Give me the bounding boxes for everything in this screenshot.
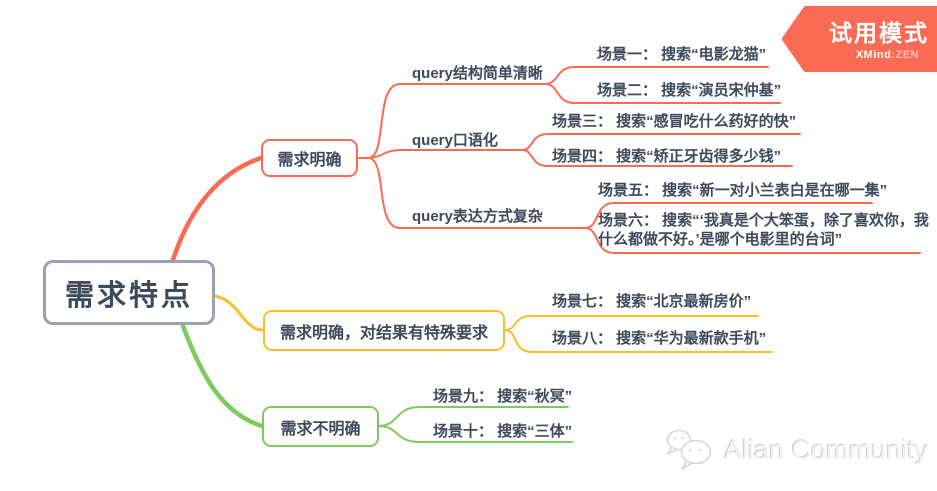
root-topic-label: 需求特点	[64, 279, 193, 312]
trial-mode-badge[interactable]: 试用模式 XMind:ZEN	[779, 3, 937, 73]
branch-line-scene5	[584, 202, 873, 229]
scene-3[interactable]: 场景三： 搜索“感冒吃什么药好的快”	[552, 113, 797, 130]
branch-line-scene2	[544, 83, 781, 104]
trial-badge-ribbon-shape	[782, 6, 937, 72]
watermark-text: Alian Community	[724, 434, 929, 465]
branch-line-red-subtopic1	[367, 83, 546, 159]
branch-line-scene4	[521, 149, 793, 167]
branch-line-green-root	[180, 323, 265, 429]
subtopic-query-colloquial[interactable]: query口语化	[412, 132, 498, 149]
branch-line-red-subtopic3	[367, 157, 586, 229]
branch-line-yellow-root	[213, 294, 265, 332]
branch-line-scene10	[377, 425, 573, 443]
zen-brand-text: :ZEN	[891, 49, 919, 61]
xmind-brand-text: XMind	[855, 49, 892, 61]
scene-8[interactable]: 场景八： 搜索“华为最新款手机”	[552, 330, 767, 347]
scene-1[interactable]: 场景一： 搜索“电影龙猫”	[597, 46, 767, 63]
scene-9[interactable]: 场景九： 搜索“秋冥”	[433, 388, 573, 405]
scene-10[interactable]: 场景十： 搜索“三体”	[433, 423, 573, 440]
scene-5[interactable]: 场景五： 搜索“新一对小兰表白是在哪一集”	[598, 182, 888, 199]
branch-topic-clear-demand-special[interactable]: 需求明确，对结果有特殊要求	[263, 310, 505, 351]
branch-topic-label: 需求明确，对结果有特殊要求	[279, 324, 488, 342]
scene-2[interactable]: 场景二： 搜索“演员宋仲基”	[597, 82, 782, 99]
watermark: Alian Community	[664, 427, 928, 473]
branch-line-scene9	[377, 406, 569, 427]
branch-topic-unclear-demand[interactable]: 需求不明确	[262, 406, 379, 447]
trial-badge-text: 试用模式 XMind:ZEN	[787, 14, 937, 61]
scene-4[interactable]: 场景四： 搜索“矫正牙齿得多少钱”	[552, 148, 782, 165]
branch-line-red-root	[169, 155, 264, 266]
branch-line-scene7	[504, 315, 759, 331]
root-topic[interactable]: 需求特点	[43, 260, 215, 325]
subtopic-query-simple[interactable]: query结构简单清晰	[412, 65, 543, 82]
branch-line-red-subtopic2	[367, 149, 523, 159]
branch-topic-clear-demand[interactable]: 需求明确	[261, 139, 358, 177]
scene-7[interactable]: 场景七： 搜索“北京最新房价”	[552, 293, 752, 310]
scene-6[interactable]: 场景六： 搜索“‘我真是个大笨蛋，除了喜欢你，我什么都做不好。’是哪个电影里的台…	[598, 212, 929, 248]
branch-topic-label: 需求明确	[277, 152, 342, 169]
xmind-zen-logo: XMind:ZEN	[787, 49, 937, 61]
branch-topic-label: 需求不明确	[280, 420, 361, 438]
branch-line-scene1	[544, 66, 769, 85]
branch-line-scene6	[584, 227, 921, 254]
subtopic-query-complex[interactable]: query表达方式复杂	[412, 208, 543, 225]
branch-line-scene8	[504, 329, 773, 353]
trial-mode-label: 试用模式	[829, 20, 929, 46]
wechat-icon	[666, 429, 712, 471]
